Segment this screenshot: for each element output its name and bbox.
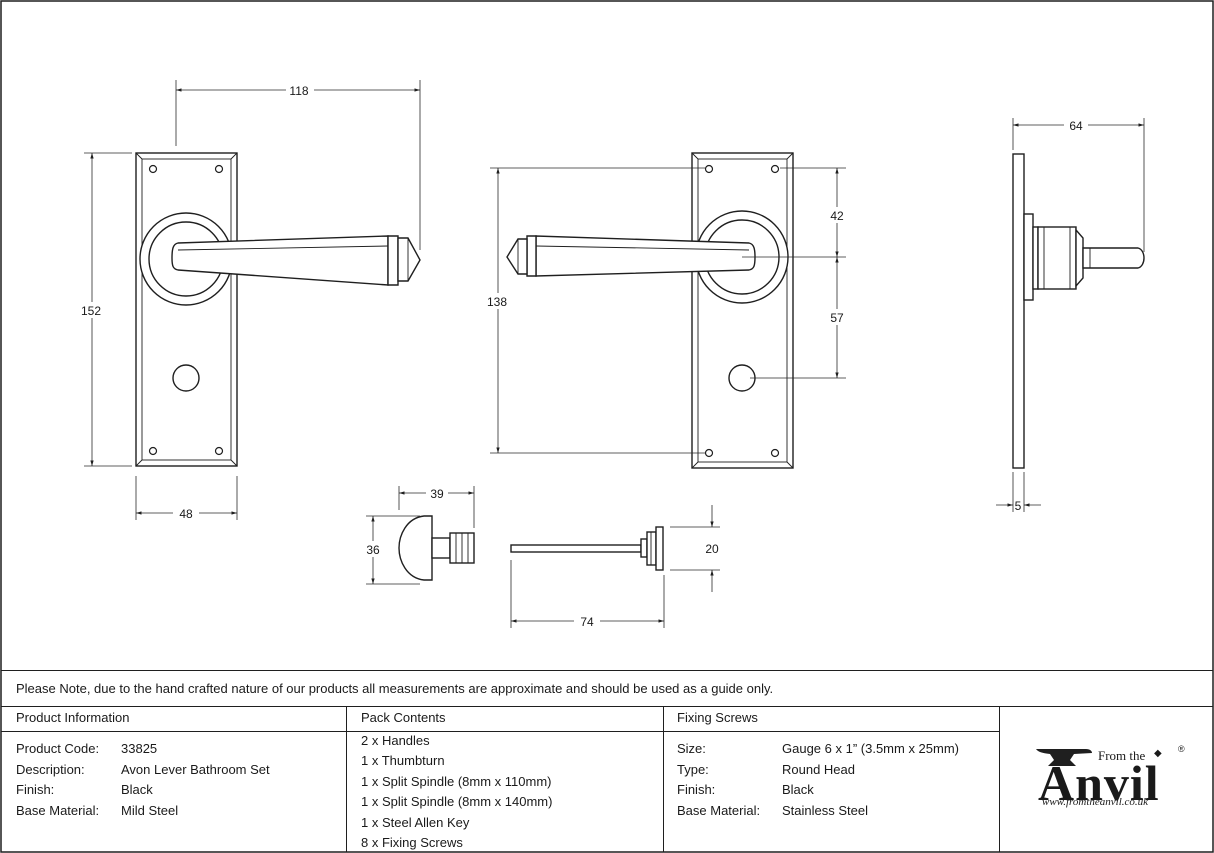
fixing-hole	[770, 164, 780, 174]
disclaimer-note: Please Note, due to the hand crafted nat…	[16, 681, 774, 696]
screw-material-value: Stainless Steel	[782, 803, 868, 818]
fixing-hole	[704, 164, 714, 174]
anvil-icon	[1036, 749, 1092, 766]
logo-from-the: From the	[1098, 748, 1146, 763]
dim-upper-offset: 42	[830, 209, 844, 223]
fixing-hole	[770, 448, 780, 458]
dim-plate-thickness: 5	[1015, 499, 1022, 513]
plate-side	[1012, 153, 1025, 469]
logo-wordmark: Anvil	[1038, 755, 1160, 811]
fixing-hole	[214, 164, 224, 174]
dim-fixing-height: 138	[487, 295, 507, 309]
backplate-bevel	[141, 158, 232, 461]
screw-type-value: Round Head	[782, 762, 855, 777]
note-divider	[1, 706, 1213, 707]
column-divider	[999, 706, 1000, 852]
rose-side	[1023, 213, 1034, 301]
table-top-border	[1, 670, 1213, 671]
screw-finish-value: Black	[782, 782, 814, 797]
lever-arm	[535, 235, 756, 277]
screw-size-value: Gauge 6 x 1” (3.5mm x 25mm)	[782, 741, 959, 756]
thumbturn-knob	[398, 515, 433, 581]
base-material-label: Base Material:	[16, 803, 100, 818]
dim-plate-width-top: 118	[289, 84, 308, 98]
pack-item: 1 x Thumbturn	[361, 753, 445, 768]
backplate-bevel	[697, 158, 788, 463]
backplate-outline	[135, 152, 238, 467]
turn-hole	[172, 364, 200, 392]
fixing-screws-header: Fixing Screws	[677, 710, 758, 725]
pack-item: 1 x Steel Allen Key	[361, 815, 470, 830]
front-view-right: 138 42 57	[484, 152, 848, 469]
from-the-anvil-logo: From the ◆ ® Anvil www.fromtheanvil.co.u…	[1030, 740, 1190, 820]
registered-mark: ®	[1178, 744, 1185, 754]
dim-plate-height: 152	[81, 304, 101, 318]
thumbturn-view: 39 36	[362, 485, 475, 585]
column-divider	[663, 706, 664, 852]
spindle-bar	[510, 544, 642, 553]
description-label: Description:	[16, 762, 85, 777]
dim-spindle-height: 20	[705, 542, 719, 556]
dim-thumbturn-height: 36	[366, 543, 380, 557]
spindle-view: 74 20	[510, 505, 720, 629]
front-view-left: 118 152 48	[78, 80, 421, 521]
fixing-hole	[704, 448, 714, 458]
dim-spindle-length: 74	[580, 615, 594, 629]
description-value: Avon Lever Bathroom Set	[121, 762, 270, 777]
lever-tip	[397, 237, 421, 282]
lever-tip	[506, 238, 528, 275]
fixing-hole	[148, 164, 158, 174]
lever-side	[1082, 247, 1145, 269]
fixing-hole	[148, 446, 158, 456]
pack-item: 2 x Handles	[361, 733, 430, 748]
screw-finish-label: Finish:	[677, 782, 716, 797]
logo-diamond: ◆	[1154, 748, 1162, 759]
spindle-head	[646, 531, 657, 566]
dim-plate-width: 48	[179, 507, 193, 521]
finish-value: Black	[121, 782, 153, 797]
lever-arm	[171, 235, 389, 286]
base-material-value: Mild Steel	[121, 803, 179, 818]
pack-contents-header: Pack Contents	[361, 710, 446, 725]
product-code-value: 33825	[121, 741, 158, 756]
dim-projection: 64	[1069, 119, 1083, 133]
dim-lower-offset: 57	[830, 311, 844, 325]
screw-type-label: Type:	[677, 762, 709, 777]
finish-label: Finish:	[16, 782, 55, 797]
side-view: 64 5	[996, 117, 1145, 513]
backplate-outline	[691, 152, 794, 469]
dim-thumbturn-length: 39	[430, 487, 444, 501]
column-divider	[346, 706, 347, 852]
product-code-label: Product Code:	[16, 741, 100, 756]
header-divider	[1, 731, 999, 732]
product-info-header: Product Information	[16, 710, 130, 725]
pack-item: 1 x Split Spindle (8mm x 140mm)	[361, 794, 553, 809]
pack-item: 1 x Split Spindle (8mm x 110mm)	[361, 774, 552, 789]
fixing-hole	[214, 446, 224, 456]
screw-size-label: Size:	[677, 741, 706, 756]
screw-material-label: Base Material:	[677, 803, 761, 818]
logo-url: www.fromtheanvil.co.uk	[1042, 796, 1149, 808]
pack-item: 8 x Fixing Screws	[361, 835, 463, 850]
